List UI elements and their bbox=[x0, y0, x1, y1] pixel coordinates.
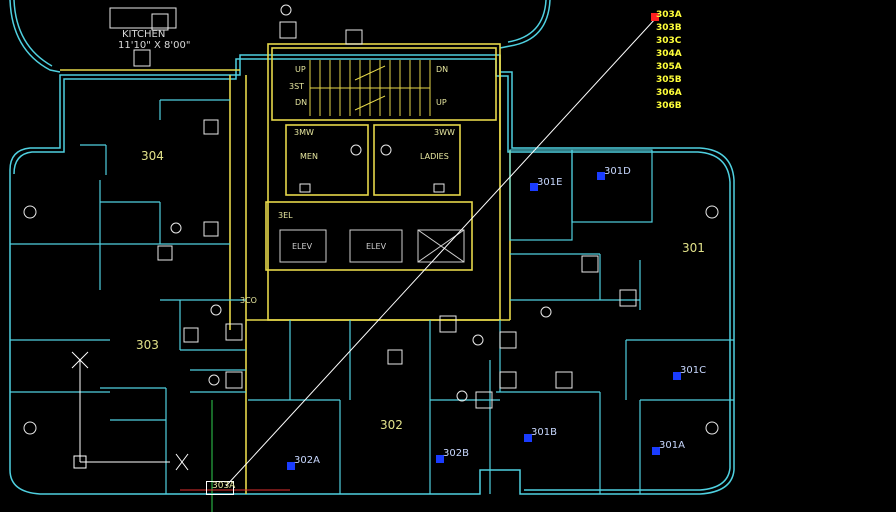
stair-dn-1: DN bbox=[295, 98, 308, 107]
space-list-item[interactable]: 305A bbox=[656, 62, 682, 72]
elevator-1-label: ELEV bbox=[292, 242, 313, 251]
space-list-item[interactable]: 303A bbox=[656, 10, 682, 20]
room-label-301: 301 bbox=[682, 241, 705, 255]
space-tag-301A: 301A bbox=[659, 440, 685, 451]
space-tag-301D: 301D bbox=[604, 166, 631, 177]
stair-dn-2: DN bbox=[436, 65, 449, 74]
room-label-304: 304 bbox=[141, 149, 164, 163]
room-label-303: 303 bbox=[136, 338, 159, 352]
space-list-item[interactable]: 304A bbox=[656, 49, 682, 59]
mens-room-label: MEN bbox=[300, 152, 318, 161]
space-tag-302A: 302A bbox=[294, 455, 320, 466]
space-marker-301E[interactable] bbox=[530, 183, 538, 191]
space-list-item[interactable]: 306A bbox=[656, 88, 682, 98]
leader-endpoint-marker[interactable] bbox=[651, 13, 659, 21]
space-list-item[interactable]: 303C bbox=[656, 36, 682, 46]
space-marker-302A[interactable] bbox=[287, 462, 295, 470]
ladies-room-label: LADIES bbox=[420, 152, 449, 161]
space-list-item[interactable]: 305B bbox=[656, 75, 682, 85]
stair-label: 3ST bbox=[289, 82, 305, 91]
space-tag-301C: 301C bbox=[680, 365, 707, 376]
selection-box[interactable] bbox=[206, 481, 234, 495]
stair-up-1: UP bbox=[295, 65, 306, 74]
space-list-item[interactable]: 303B bbox=[656, 23, 682, 33]
elevator-lobby-code: 3EL bbox=[278, 211, 293, 220]
space-list-item[interactable]: 306B bbox=[656, 101, 682, 111]
elevator-2-label: ELEV bbox=[366, 242, 387, 251]
space-marker-301A[interactable] bbox=[652, 447, 660, 455]
womens-room-code: 3WW bbox=[434, 128, 455, 137]
mens-room-code: 3MW bbox=[294, 128, 314, 137]
space-marker-301B[interactable] bbox=[524, 434, 532, 442]
space-tag-301B: 301B bbox=[531, 427, 557, 438]
space-tag-302B: 302B bbox=[443, 448, 469, 459]
stair-up-2: UP bbox=[436, 98, 447, 107]
space-marker-301D[interactable] bbox=[597, 172, 605, 180]
corridor-code: 3CO bbox=[240, 296, 257, 305]
space-marker-301C[interactable] bbox=[673, 372, 681, 380]
space-marker-302B[interactable] bbox=[436, 455, 444, 463]
space-tag-301E: 301E bbox=[537, 177, 563, 188]
room-label-302: 302 bbox=[380, 418, 403, 432]
kitchen-dimensions: 11'10" X 8'00" bbox=[118, 40, 191, 51]
space-tag-303A: 303A bbox=[212, 481, 236, 491]
kitchen-title: KITCHEN bbox=[122, 29, 166, 40]
